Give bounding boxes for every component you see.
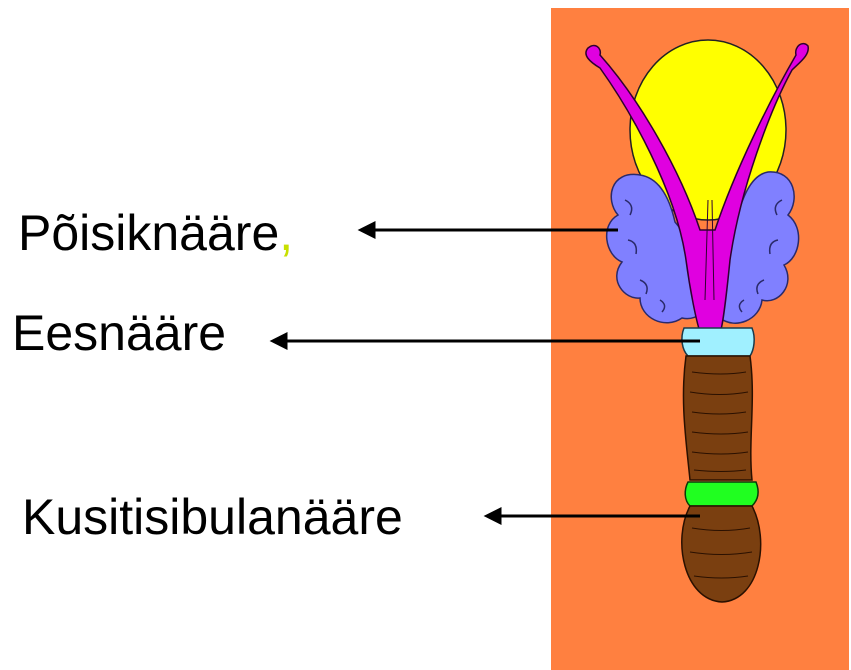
bulbourethral-glands	[685, 482, 758, 506]
label-comma: ,	[279, 205, 293, 261]
penis-shaft	[683, 356, 752, 480]
label-prostate: Eesnääre	[12, 308, 226, 358]
label-bulbourethral: Kusitisibulanääre	[22, 492, 403, 542]
label-seminal-vesicle: Põisiknääre,	[18, 208, 293, 258]
label-seminal-vesicle-text: Põisiknääre	[18, 205, 279, 261]
